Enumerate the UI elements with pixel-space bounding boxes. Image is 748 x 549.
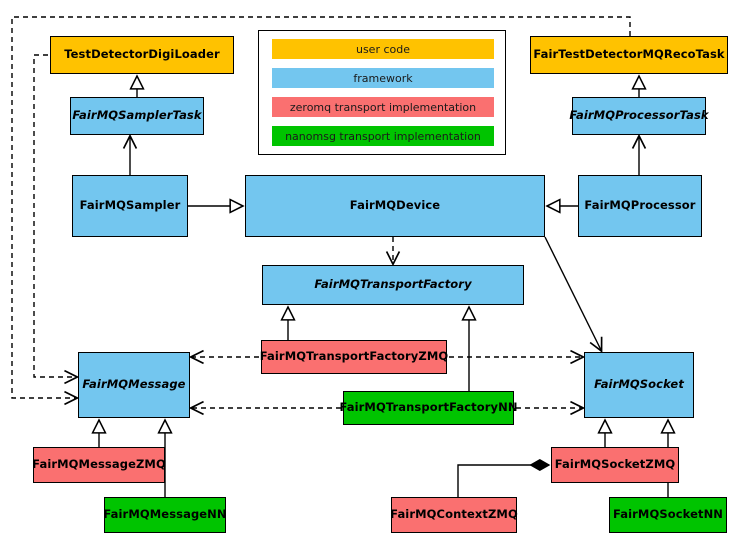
class-label: FairTestDetectorMQRecoTask <box>533 47 725 62</box>
class-label: TestDetectorDigiLoader <box>64 47 220 62</box>
class-label: FairMQProcessorTask <box>569 108 709 123</box>
class-box-fairmqcontextzmq[interactable]: FairMQContextZMQ <box>390 497 518 533</box>
legend-item-nanomsg: nanomsg transport implementation <box>272 126 494 146</box>
class-label: FairMQTransportFactoryZMQ <box>259 349 449 364</box>
class-label: FairMQTransportFactory <box>314 277 472 292</box>
class-label: FairMQSocketNN <box>612 507 724 522</box>
class-label: FairMQSampler <box>79 198 181 213</box>
class-box-fairtestdetectormqrecotask[interactable]: FairTestDetectorMQRecoTask <box>530 36 728 74</box>
class-label: FairMQContextZMQ <box>390 507 518 522</box>
class-box-fairmqprocessortask[interactable]: FairMQProcessorTask <box>569 97 709 135</box>
legend-item-framework: framework <box>272 68 494 88</box>
class-box-fairmqsampler[interactable]: FairMQSampler <box>72 175 188 237</box>
class-box-fairmqmessage[interactable]: FairMQMessage <box>78 352 190 418</box>
class-label: FairMQSamplerTask <box>72 108 202 123</box>
class-box-fairmqsocket[interactable]: FairMQSocket <box>584 352 694 418</box>
class-label: FairMQMessage <box>82 377 186 392</box>
class-box-fairmqmessagezmq[interactable]: FairMQMessageZMQ <box>32 447 166 483</box>
class-label: FairMQDevice <box>349 198 441 213</box>
legend-item-user-code: user code <box>272 39 494 59</box>
class-box-fairmqsocketnn[interactable]: FairMQSocketNN <box>609 497 727 533</box>
edge-socketzmq-contextzmq <box>457 458 551 497</box>
class-box-fairmqprocessor[interactable]: FairMQProcessor <box>578 175 702 237</box>
class-label: FairMQSocketZMQ <box>554 457 676 472</box>
class-label: FairMQMessageZMQ <box>32 457 166 472</box>
class-label: FairMQTransportFactoryNN <box>339 400 518 415</box>
class-box-fairmqtransportfactoryzmq[interactable]: FairMQTransportFactoryZMQ <box>259 340 449 374</box>
class-box-testdetectordigiloader[interactable]: TestDetectorDigiLoader <box>50 36 234 74</box>
edge-device-socket <box>544 236 601 350</box>
class-box-fairmqtransportfactorynn[interactable]: FairMQTransportFactoryNN <box>339 391 517 425</box>
legend-label: nanomsg transport implementation <box>285 129 481 143</box>
legend-panel: user code framework zeromq transport imp… <box>258 30 506 155</box>
legend-item-zeromq: zeromq transport implementation <box>272 97 494 117</box>
class-label: FairMQSocket <box>594 377 684 392</box>
class-box-fairmqmessagenn[interactable]: FairMQMessageNN <box>103 497 227 533</box>
class-box-fairmqdevice[interactable]: FairMQDevice <box>245 175 545 237</box>
class-label: FairMQMessageNN <box>103 507 227 522</box>
legend-label: user code <box>355 42 411 56</box>
class-label: FairMQProcessor <box>584 198 696 213</box>
class-box-fairmqsamplertask[interactable]: FairMQSamplerTask <box>70 97 204 135</box>
legend-label: zeromq transport implementation <box>289 100 477 114</box>
class-box-fairmqsocketzmq[interactable]: FairMQSocketZMQ <box>551 447 679 483</box>
class-box-fairmqtransportfactory[interactable]: FairMQTransportFactory <box>262 265 524 305</box>
legend-label: framework <box>353 71 413 85</box>
